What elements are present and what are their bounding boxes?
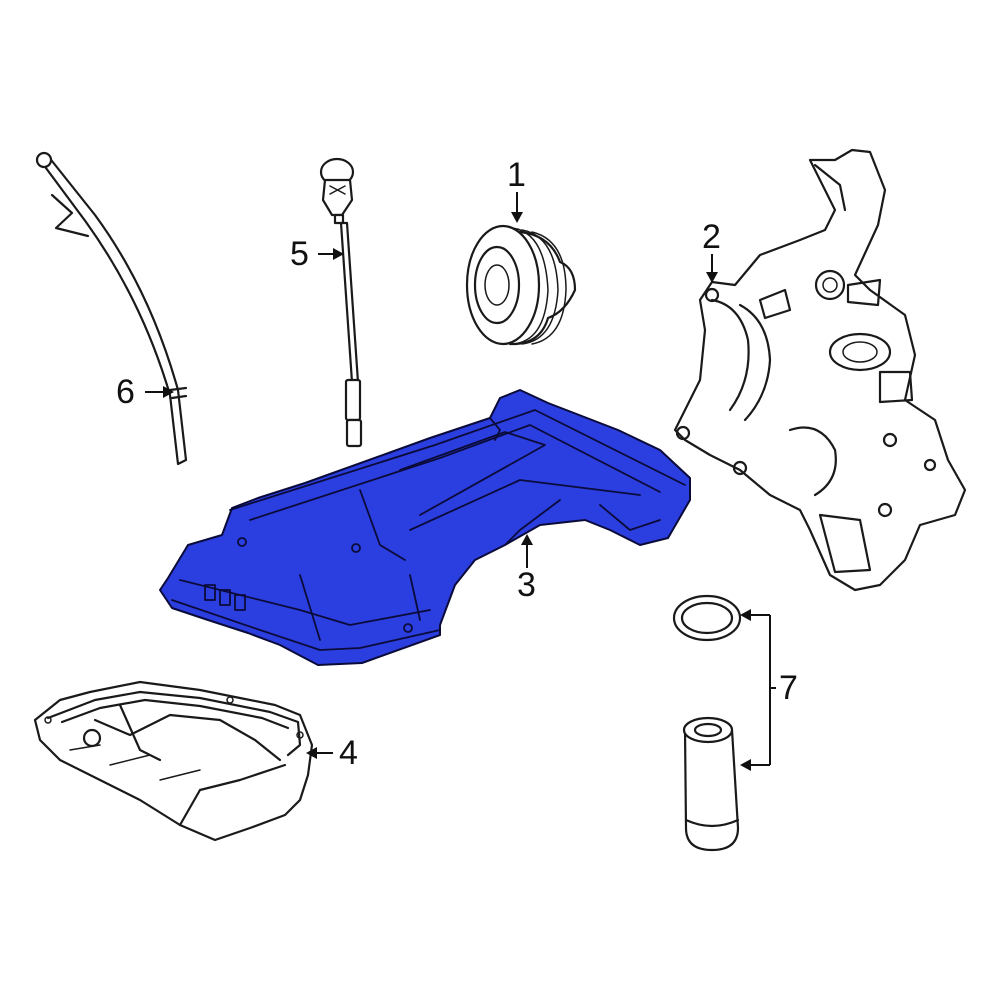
callout-5[interactable]: 5 <box>290 235 309 273</box>
part-7-oil-filter-kit[interactable] <box>672 594 742 852</box>
callout-3[interactable]: 3 <box>517 566 536 604</box>
part-2-timing-cover[interactable] <box>673 148 967 592</box>
callout-1[interactable]: 1 <box>507 156 526 194</box>
part-3-upper-oil-pan[interactable] <box>159 389 691 666</box>
oil-filter-element <box>683 728 740 852</box>
callout-2[interactable]: 2 <box>702 218 721 256</box>
part-5-dipstick[interactable] <box>319 157 363 448</box>
leader-lines <box>145 192 776 771</box>
part-6-dipstick-tube[interactable] <box>35 151 188 466</box>
part-4-lower-oil-pan[interactable] <box>33 680 314 842</box>
callout-7[interactable]: 7 <box>779 669 798 707</box>
part-1-crankshaft-pulley[interactable] <box>465 224 577 346</box>
upper-oil-pan-body <box>159 389 691 666</box>
callout-4[interactable]: 4 <box>339 734 358 772</box>
callout-6[interactable]: 6 <box>116 373 135 411</box>
